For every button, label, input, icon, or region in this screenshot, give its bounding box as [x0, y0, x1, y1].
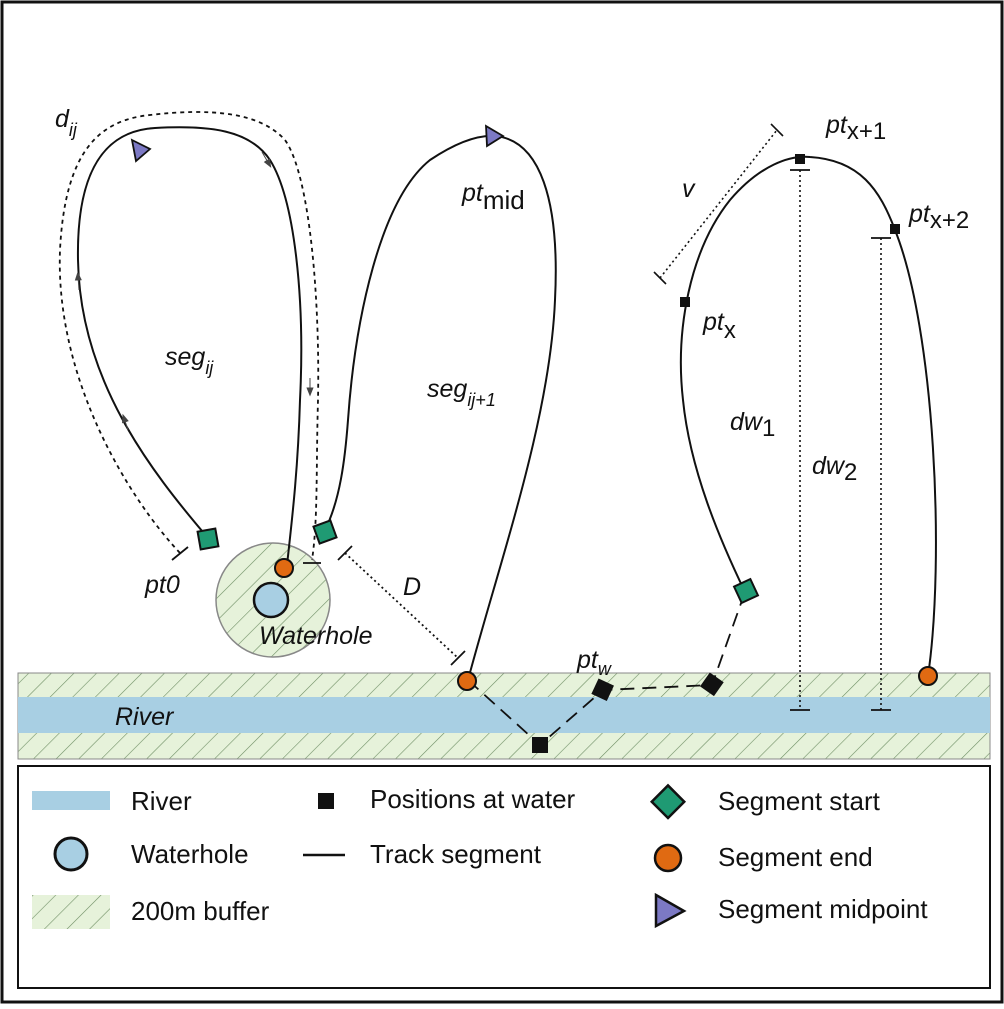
segment-midpoint-marker	[485, 124, 505, 148]
segment-start-marker	[312, 519, 338, 545]
label-dij: dij	[55, 105, 78, 140]
segment-midpoint-marker	[130, 138, 152, 163]
label-waterhole: Waterhole	[259, 622, 373, 650]
legend-mid-label: Segment midpoint	[718, 894, 928, 924]
direction-arrow-icon	[122, 413, 129, 431]
label-dw1: dw1	[730, 408, 775, 442]
label-ptx2: ptx+2	[908, 200, 969, 234]
label-D: D	[403, 573, 421, 601]
v-tick-start	[653, 271, 667, 285]
track-segment-right	[679, 155, 937, 677]
legend-start-icon	[649, 783, 687, 820]
label-ptw: ptw	[576, 646, 612, 679]
label-segij1: segij+1	[427, 375, 496, 410]
legend-positions-icon	[318, 793, 334, 809]
legend-end-icon	[653, 843, 683, 873]
label-segij: segij	[165, 343, 214, 378]
segment-end-marker	[918, 666, 938, 686]
legend-end-label: Segment end	[718, 842, 873, 872]
label-ptx: ptx	[702, 308, 736, 344]
legend-river-swatch	[32, 791, 110, 810]
legend-track-label: Track segment	[370, 839, 542, 869]
river	[18, 697, 990, 733]
v-tick-end	[770, 123, 784, 137]
segment-end-marker	[274, 558, 294, 578]
label-pt0: pt0	[144, 571, 180, 599]
legend-river-label: River	[131, 786, 192, 816]
label-v: v	[682, 175, 696, 203]
legend-positions-label: Positions at water	[370, 784, 576, 814]
water-position-marker	[532, 737, 548, 753]
label-ptx1: ptx+1	[825, 111, 886, 145]
distance-dij-path	[58, 111, 320, 561]
direction-arrow-icon	[74, 271, 82, 291]
legend-waterhole-label: Waterhole	[131, 839, 249, 869]
segment-end-marker	[457, 671, 477, 691]
D-tick-start	[337, 545, 353, 561]
legend-mid-icon	[654, 892, 687, 929]
distance-D-line	[344, 552, 459, 659]
legend-buffer-swatch	[32, 895, 110, 929]
segment-start-marker	[732, 577, 760, 605]
label-ptmid: ptmid	[461, 179, 525, 215]
legend-start-label: Segment start	[718, 786, 881, 816]
legend-waterhole-icon	[53, 836, 89, 872]
water-position-marker	[700, 672, 724, 697]
label-dw2: dw2	[812, 452, 857, 486]
position-marker	[680, 297, 690, 307]
legend: River Waterhole 200m buffer Positions at…	[17, 765, 991, 989]
track-segment-ij	[76, 126, 303, 566]
track-segment-ij1	[324, 134, 557, 681]
position-marker	[795, 154, 805, 164]
legend-box	[17, 765, 991, 989]
waterhole-icon	[252, 581, 290, 619]
distance-v-line	[659, 129, 778, 279]
label-river: River	[115, 703, 175, 731]
legend-buffer-label: 200m buffer	[131, 896, 270, 926]
segment-start-marker	[196, 527, 220, 551]
pt0-tick	[171, 546, 189, 561]
direction-arrow-icon	[261, 151, 272, 168]
position-marker	[890, 224, 900, 234]
D-tick-end	[450, 650, 466, 666]
water-position-marker	[591, 678, 614, 702]
